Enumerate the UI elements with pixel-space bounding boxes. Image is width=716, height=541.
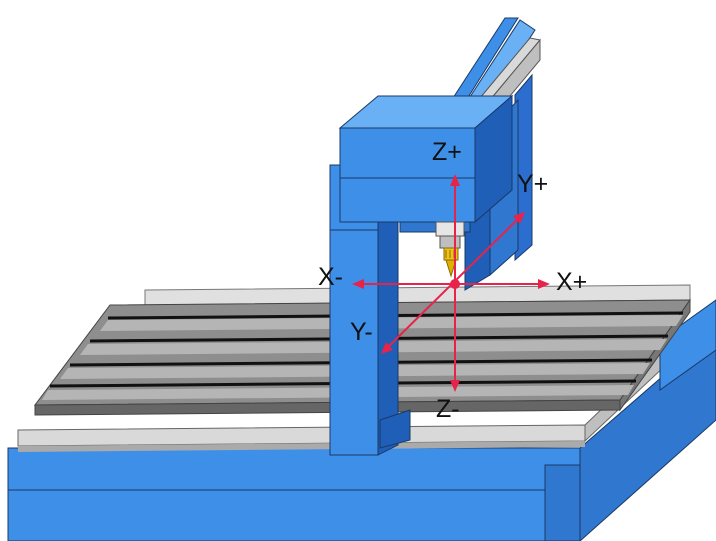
front-rail [17, 424, 586, 452]
x-plus-arrow [538, 279, 550, 289]
y-minus-arrow [381, 342, 393, 354]
machine-base [7, 329, 716, 541]
y-minus-label: Y- [350, 318, 373, 346]
x-minus-label: X- [318, 263, 343, 291]
y-plus-arrow [513, 212, 525, 224]
spindle-head [338, 94, 514, 249]
z-minus-arrow [450, 380, 460, 392]
origin-point [450, 279, 460, 289]
z-plus-label: Z+ [432, 138, 462, 166]
coordinate-axes [352, 174, 550, 392]
x-plus-label: X+ [556, 268, 587, 296]
y-plus-label: Y+ [517, 170, 548, 198]
z-minus-label: Z- [436, 395, 460, 423]
z-plus-arrow [450, 174, 460, 186]
x-minus-arrow [352, 279, 364, 289]
